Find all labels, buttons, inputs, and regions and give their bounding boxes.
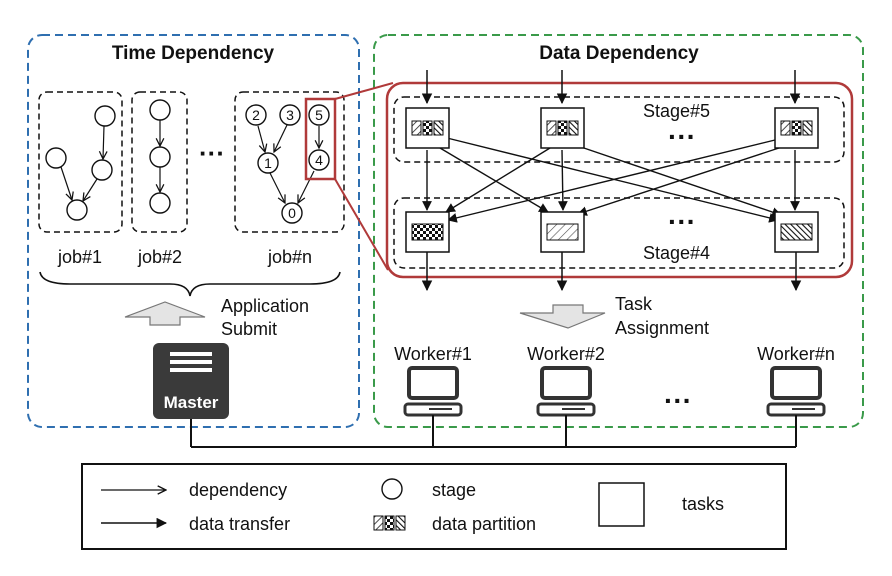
- job-2-label: job#2: [137, 247, 182, 267]
- zoom-line-bottom: [334, 178, 389, 271]
- worker-n-label: Worker#n: [757, 344, 835, 364]
- network-bus: [190, 415, 797, 448]
- task-s5-2: [540, 107, 585, 149]
- data-dependency-panel: [373, 34, 864, 428]
- time-dependency-panel: [27, 34, 360, 428]
- job-1-box: [38, 91, 123, 233]
- job-1-dag: [45, 105, 116, 221]
- assignment-arrow: [519, 304, 606, 329]
- legend-dependency-label: dependency: [189, 480, 287, 500]
- data-dependency-title: Data Dependency: [539, 43, 699, 64]
- task-s4-n: [774, 211, 819, 253]
- stage-node-2: 2: [252, 107, 260, 123]
- worker-2-computer-icon: [536, 366, 596, 417]
- worker-2-label: Worker#2: [527, 344, 605, 364]
- data-transfer-arrows: [422, 137, 800, 223]
- job-1-label: job#1: [57, 247, 102, 267]
- worker-1-label: Worker#1: [394, 344, 472, 364]
- submit-arrow: [124, 301, 206, 326]
- stage-4-label: Stage#4: [643, 243, 710, 263]
- time-dependency-title: Time Dependency: [112, 43, 275, 64]
- legend-stage-label: stage: [432, 480, 476, 500]
- legend-data-partition-icon: [373, 515, 406, 531]
- legend-data-partition-label: data partition: [432, 514, 536, 534]
- job-n-label: job#n: [267, 247, 312, 267]
- stage-node-1: 1: [264, 155, 272, 171]
- task-s5-n: [774, 107, 819, 149]
- legend-stage-icon: [381, 478, 403, 500]
- submit-label-line1: Application: [221, 296, 309, 316]
- worker-n-computer-icon: [766, 366, 826, 417]
- highlight-box-small: [304, 97, 337, 181]
- master-node: Master: [153, 343, 229, 419]
- highlight-box-large: [385, 81, 854, 279]
- stage-node-3: 3: [286, 107, 294, 123]
- submit-label-line2: Submit: [221, 319, 277, 339]
- task-s5-1: [405, 107, 450, 149]
- task-s4-2: [540, 211, 585, 253]
- job-2-box: [131, 91, 188, 233]
- zoom-line-top: [334, 82, 394, 100]
- legend-tasks-icon: [598, 482, 645, 527]
- task-s4-1: [405, 211, 450, 253]
- legend-box: [81, 463, 787, 550]
- stage-node-0: 0: [288, 205, 296, 221]
- legend-tasks-label: tasks: [682, 494, 724, 514]
- stage-4-ellipsis: ···: [668, 206, 696, 237]
- master-label: Master: [164, 393, 219, 412]
- stage-node-5: 5: [315, 107, 323, 123]
- stage-5-ellipsis: ···: [668, 121, 696, 152]
- worker-1-computer-icon: [403, 366, 463, 417]
- job-n-dag: 2 3 5 1 4 0: [245, 104, 330, 224]
- assign-label-line2: Assignment: [615, 318, 709, 338]
- stage-5-box: [393, 96, 845, 163]
- stage-node-4: 4: [315, 152, 323, 168]
- stage-4-box: [393, 197, 845, 269]
- assign-label-line1: Task: [615, 294, 653, 314]
- job-2-dag: [149, 99, 171, 214]
- jobs-brace: [39, 271, 341, 297]
- legend-data-transfer-label: data transfer: [189, 514, 290, 534]
- stage-5-label: Stage#5: [643, 101, 710, 121]
- jobs-ellipsis: ···: [199, 138, 225, 168]
- workers-ellipsis: ···: [664, 385, 692, 416]
